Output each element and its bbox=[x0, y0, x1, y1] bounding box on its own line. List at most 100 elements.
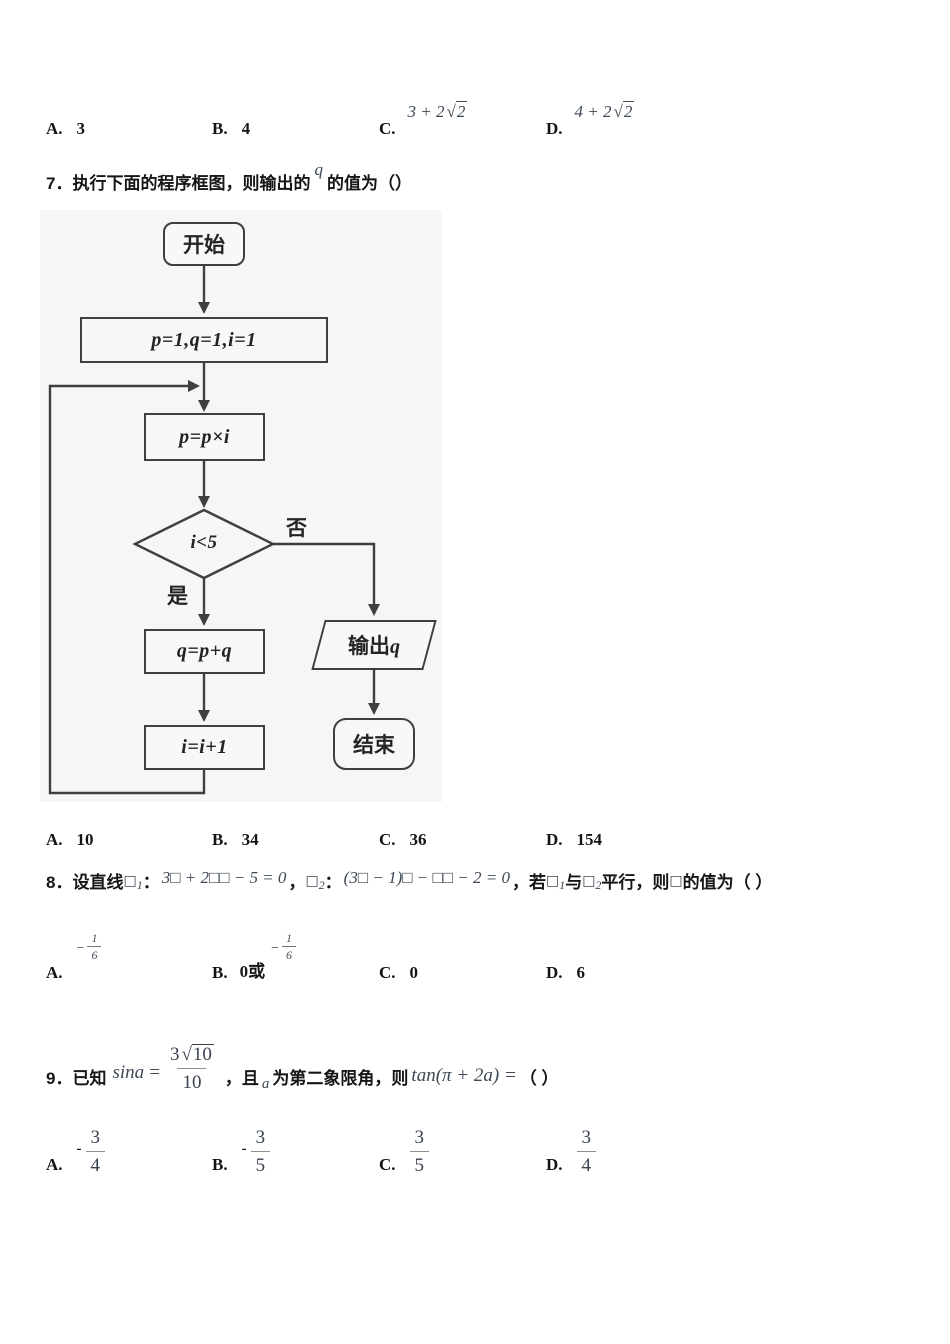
tofu-box: □ bbox=[545, 873, 560, 889]
radical-coefficient: 4 + 2 bbox=[574, 102, 612, 121]
radical-coefficient: 3 + 2 bbox=[407, 102, 445, 121]
flowchart-figure: 开始 p=1,q=1,i=1 p=p×i i<5 否 是 q=p+q i=i+1… bbox=[40, 210, 442, 802]
numerator: 3 bbox=[90, 1127, 101, 1148]
q6-option-a: A. 3 bbox=[46, 101, 85, 139]
q8-tail-text: 的值为（ ） bbox=[682, 873, 773, 892]
flowchart-init-node: p=1,q=1,i=1 bbox=[80, 317, 328, 363]
fraction: 3√10 10 bbox=[165, 1044, 219, 1092]
q7-stem: 7．执行下面的程序框图，则输出的q的值为（） bbox=[46, 160, 412, 195]
subscript: 1 bbox=[136, 878, 143, 892]
option-letter: C. bbox=[379, 963, 396, 982]
q9-mid-text: 为第二象限角，则 bbox=[272, 1069, 409, 1088]
tofu-box: □ bbox=[305, 873, 319, 889]
q9-answer-parens: （ ） bbox=[519, 1069, 559, 1088]
radical-coefficient: 3 bbox=[169, 1044, 180, 1065]
option-letter: A. bbox=[46, 119, 63, 138]
multiply-label: p=p×i bbox=[179, 425, 230, 448]
q7-option-a: A.10 bbox=[46, 830, 94, 850]
q9-stem: 9．已知 sina = 3√10 10 ，且 a 为第二象限角，则 tan(π … bbox=[46, 1044, 559, 1116]
option-letter: D. bbox=[546, 119, 563, 138]
q8-option-c: C. 0 bbox=[379, 932, 418, 983]
decision-diamond bbox=[132, 508, 276, 580]
end-label: 结束 bbox=[353, 734, 395, 757]
q8-lead-text: 8．设直线 bbox=[46, 873, 124, 892]
q6-option-c: C. 3 + 2√2 bbox=[379, 101, 468, 139]
branch-yes-label: 是 bbox=[167, 585, 188, 608]
minus-sign: - bbox=[241, 1141, 247, 1157]
q7-stem-text: 7．执行下面的程序框图，则输出的 bbox=[46, 174, 311, 193]
option-value: 3 bbox=[76, 119, 86, 138]
denominator: 10 bbox=[177, 1068, 207, 1092]
q8-stem: 8．设直线□1：3□ + 2□□ − 5 = 0，□2：(3□ − 1)□ − … bbox=[46, 868, 773, 894]
minus-sign: − bbox=[76, 941, 85, 956]
option-value: 34 bbox=[241, 830, 259, 849]
line1-equation: 3□ + 2□□ − 5 = 0 bbox=[161, 868, 287, 887]
line2-symbol: □2 bbox=[305, 872, 325, 892]
tofu-box: □ bbox=[123, 873, 137, 889]
option-letter: B. bbox=[212, 963, 228, 982]
comma: ， bbox=[288, 873, 306, 892]
denominator: 6 bbox=[282, 946, 296, 961]
q9-and-text: ，且 bbox=[224, 1069, 259, 1088]
option-value: 0 bbox=[409, 963, 419, 982]
sine-expression: sina bbox=[112, 1062, 145, 1083]
q7-options-row: A.10 B.34 C.36 D. 154 bbox=[0, 830, 950, 852]
q7-stem-tail: 的值为（） bbox=[326, 174, 412, 193]
option-value: 154 bbox=[576, 830, 603, 849]
numerator: 1 bbox=[91, 931, 98, 945]
tofu-box: □ bbox=[582, 873, 596, 889]
line2-reference: □2 bbox=[582, 872, 602, 892]
option-letter: B. bbox=[212, 119, 228, 138]
tangent-expression: tan(π + 2a) = bbox=[411, 1065, 517, 1086]
flowchart-addq-node: q=p+q bbox=[144, 629, 265, 674]
q8-and-text: 与 bbox=[565, 873, 583, 892]
radicand: 2 bbox=[455, 101, 468, 121]
denominator: 4 bbox=[576, 1151, 597, 1175]
arrowhead bbox=[198, 710, 210, 722]
option-letter: A. bbox=[46, 963, 63, 982]
option-math-expression: 3 + 2√2 bbox=[408, 101, 468, 122]
q7-option-d: D. 154 bbox=[546, 830, 602, 850]
arrowhead bbox=[198, 302, 210, 314]
sqrt-sign: √ bbox=[613, 102, 623, 121]
start-label: 开始 bbox=[183, 234, 225, 257]
sqrt-sign: √ bbox=[181, 1044, 192, 1065]
minus-sign: − bbox=[271, 941, 279, 956]
option-prefix: 0或 bbox=[239, 962, 266, 981]
option-letter: D. bbox=[546, 830, 563, 849]
q8-option-d: D.6 bbox=[546, 932, 585, 983]
subscript: 2 bbox=[595, 878, 602, 892]
q7-option-b: B.34 bbox=[212, 830, 259, 850]
option-letter: C. bbox=[379, 1155, 396, 1174]
output-label: 输出 bbox=[347, 635, 390, 658]
minus-sign: - bbox=[76, 1141, 82, 1157]
addq-label: q=p+q bbox=[176, 640, 233, 662]
sqrt-sign: √ bbox=[446, 102, 456, 121]
branch-no-label: 否 bbox=[286, 517, 307, 540]
q7-option-c: C.36 bbox=[379, 830, 427, 850]
colon: ： bbox=[324, 873, 342, 892]
radicand: 2 bbox=[622, 101, 635, 121]
tofu-box: □ bbox=[669, 873, 683, 889]
subscript: 2 bbox=[318, 878, 325, 892]
q7-variable-q: q bbox=[314, 160, 323, 179]
option-letter: A. bbox=[46, 830, 63, 849]
line2-equation: (3□ − 1)□ − □□ − 2 = 0 bbox=[343, 868, 510, 887]
option-letter: D. bbox=[546, 1155, 563, 1174]
q9-lead-text: 9．已知 bbox=[46, 1069, 107, 1088]
arrowhead bbox=[198, 400, 210, 412]
unknown-symbol: □ bbox=[669, 872, 682, 890]
option-letter: A. bbox=[46, 1155, 63, 1174]
numerator: 3 bbox=[581, 1127, 592, 1148]
